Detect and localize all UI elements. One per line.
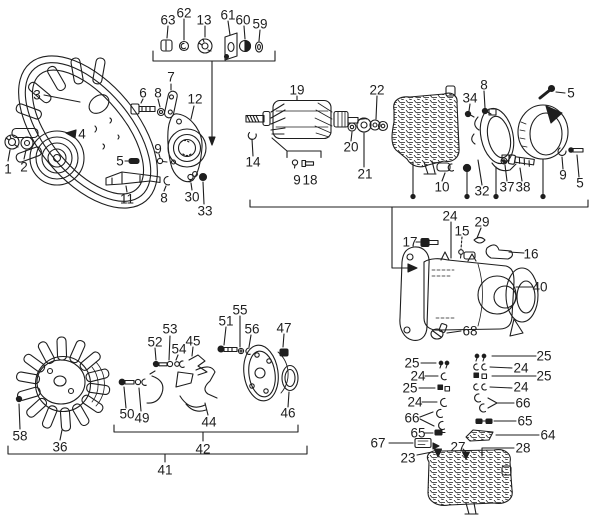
part-callout-27: 27	[450, 439, 466, 455]
part-callout-64: 64	[540, 427, 556, 443]
part-callout-25: 25	[404, 355, 420, 371]
part-callout-20: 20	[343, 139, 359, 155]
part-callout-9: 9	[293, 172, 301, 188]
part-callout-38: 38	[515, 179, 531, 195]
part-callout-24: 24	[410, 368, 426, 384]
part-callout-47: 47	[276, 320, 292, 336]
part-callout-61: 61	[220, 7, 236, 23]
part-callout-32: 32	[474, 183, 490, 199]
part-callout-3: 3	[33, 87, 41, 103]
part-callout-25: 25	[402, 380, 418, 396]
part-callout-24: 24	[513, 379, 529, 395]
part-callout-65: 65	[410, 425, 426, 441]
part-callout-13: 13	[196, 12, 212, 28]
part-callout-53: 53	[162, 321, 178, 337]
starter-motor-drawing	[399, 227, 539, 341]
part-callout-2: 2	[20, 159, 28, 175]
part-callout-65: 65	[517, 413, 533, 429]
part-callout-41: 41	[157, 462, 173, 478]
part-callout-8: 8	[160, 190, 168, 206]
starter-flywheel-drawing	[15, 336, 111, 441]
part-callout-5: 5	[116, 153, 124, 169]
part-callout-21: 21	[357, 166, 373, 182]
part-callout-5: 5	[576, 175, 584, 191]
brush-plate-drawing	[462, 90, 535, 200]
part-callout-4: 4	[78, 126, 86, 142]
part-callout-28: 28	[515, 440, 531, 456]
part-callout-10: 10	[434, 179, 450, 195]
part-callout-15: 15	[454, 223, 470, 239]
part-callout-33: 33	[197, 203, 213, 219]
part-callout-49: 49	[134, 410, 150, 426]
mount-bracket-drawing	[105, 83, 208, 205]
part-callout-29: 29	[474, 214, 490, 230]
field-coil-2-drawing	[426, 449, 513, 515]
pulley-nut-washer-drawing	[4, 134, 34, 162]
assembly-bracket-right	[249, 199, 589, 273]
part-callout-8: 8	[154, 85, 162, 101]
part-callout-67: 67	[370, 435, 386, 451]
part-callout-55: 55	[232, 302, 248, 318]
part-callout-17: 17	[402, 234, 418, 250]
part-callout-19: 19	[289, 82, 305, 98]
generator-flywheel-drawing	[11, 55, 158, 209]
part-callout-56: 56	[244, 321, 260, 337]
field-coil-drawing	[391, 85, 460, 200]
part-callout-36: 36	[52, 439, 68, 455]
part-callout-5: 5	[567, 85, 575, 101]
part-callout-58: 58	[12, 428, 28, 444]
part-callout-30: 30	[184, 189, 200, 205]
part-callout-24: 24	[407, 394, 423, 410]
assembly-bracket-41	[7, 445, 308, 463]
part-callout-66: 66	[515, 395, 531, 411]
part-callout-40: 40	[532, 279, 548, 295]
part-callout-66: 66	[404, 410, 420, 426]
part-callout-42: 42	[195, 441, 211, 457]
part-callout-44: 44	[201, 414, 217, 430]
part-callout-1: 1	[4, 161, 12, 177]
part-callout-51: 51	[218, 313, 234, 329]
part-callout-37: 37	[499, 179, 515, 195]
starter-drive-drawing	[118, 315, 299, 416]
part-callout-12: 12	[187, 91, 203, 107]
part-callout-25: 25	[536, 348, 552, 364]
part-callout-60: 60	[235, 12, 251, 28]
pulley-hardware-drawing	[152, 18, 276, 146]
cover-band-drawing	[517, 84, 584, 200]
part-callout-50: 50	[119, 406, 135, 422]
part-callout-24: 24	[442, 208, 458, 224]
part-callout-34: 34	[462, 90, 478, 106]
part-callout-22: 22	[369, 82, 385, 98]
part-callout-8: 8	[480, 77, 488, 93]
part-callout-52: 52	[147, 334, 163, 350]
part-callout-23: 23	[400, 450, 416, 466]
armature-drawing	[245, 95, 389, 169]
part-callout-6: 6	[139, 85, 147, 101]
flywheel-fins	[11, 57, 106, 163]
part-callout-46: 46	[280, 405, 296, 421]
part-callout-59: 59	[252, 16, 268, 32]
part-callout-45: 45	[185, 333, 201, 349]
part-callout-7: 7	[167, 69, 175, 85]
part-callout-24: 24	[513, 360, 529, 376]
part-callout-11: 11	[119, 191, 135, 207]
part-callout-54: 54	[171, 341, 187, 357]
flywheel-fins	[16, 336, 111, 432]
part-callout-14: 14	[245, 154, 261, 170]
part-callout-68: 68	[462, 323, 478, 339]
part-callout-62: 62	[176, 5, 192, 21]
part-callout-16: 16	[523, 246, 539, 262]
part-callout-25: 25	[536, 368, 552, 384]
part-callout-9: 9	[154, 141, 162, 157]
part-callout-63: 63	[160, 12, 176, 28]
part-callout-18: 18	[302, 172, 318, 188]
part-callout-9: 9	[559, 167, 567, 183]
assembly-bracket-42	[113, 424, 299, 442]
